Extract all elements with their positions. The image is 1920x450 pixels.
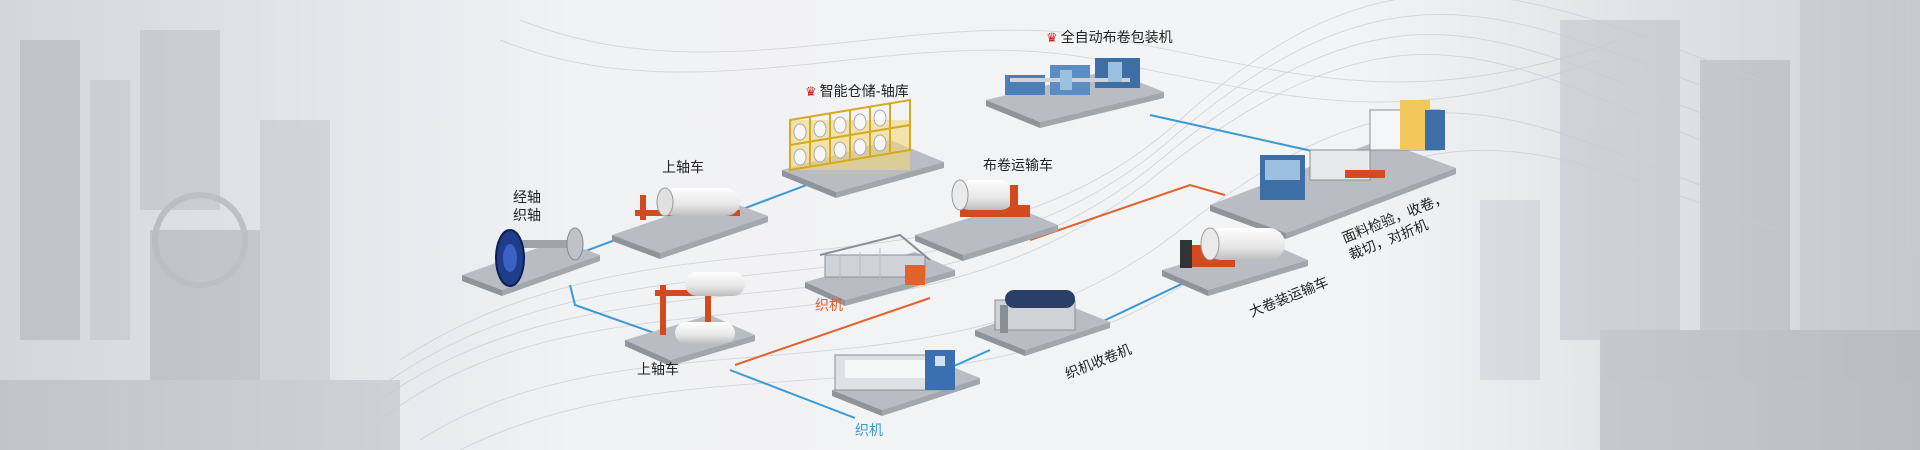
label-smart-storage-text: 智能仓储-轴库 bbox=[819, 84, 909, 100]
machine-inspection bbox=[1260, 100, 1445, 200]
machine-storage-rack bbox=[789, 98, 911, 172]
conn-loader-bottom-to-loom-bottom bbox=[729, 369, 856, 419]
label-smart-storage: ♛智能仓储-轴库 bbox=[805, 84, 909, 102]
label-auto-packing-text: 全自动布卷包装机 bbox=[1060, 30, 1173, 46]
machine-beam-spool bbox=[495, 227, 584, 287]
machine-big-roll-transport bbox=[1180, 227, 1285, 268]
crown-icon: ♛ bbox=[1046, 31, 1058, 46]
machine-loader-top bbox=[635, 187, 740, 220]
background-factory-left bbox=[0, 30, 400, 450]
conn-packing-to-inspection bbox=[1149, 114, 1331, 156]
label-beam-warp: 经轴 织轴 bbox=[513, 190, 541, 225]
machine-loader-bottom bbox=[655, 272, 745, 344]
label-beam-loader-top: 上轴车 bbox=[662, 160, 704, 176]
machine-roll-transport bbox=[951, 179, 1030, 217]
label-loom-bottom: 织机 bbox=[855, 423, 883, 439]
machine-winder bbox=[994, 290, 1076, 333]
crown-icon: ♛ bbox=[805, 85, 817, 100]
conn-winder-to-bigroll bbox=[1094, 279, 1191, 326]
machine-loom-bottom bbox=[834, 350, 955, 391]
conn-beam-to-loader-bottom bbox=[569, 284, 661, 336]
platform-beam bbox=[462, 240, 600, 296]
background-waves bbox=[379, 0, 1781, 450]
label-roll-transport: 布卷运输车 bbox=[983, 158, 1053, 174]
label-loom-top: 织机 bbox=[815, 298, 843, 314]
conn-loader-bottom-to-loom-top bbox=[734, 297, 931, 366]
platform-transport bbox=[915, 205, 1058, 261]
label-beam-warp-line2: 织轴 bbox=[513, 207, 541, 224]
label-auto-packing: ♛全自动布卷包装机 bbox=[1046, 30, 1173, 48]
conn-transport-to-inspection bbox=[1029, 183, 1226, 241]
machine-auto-packing bbox=[1005, 58, 1140, 95]
machine-loom-top bbox=[819, 233, 931, 285]
background-factory-right bbox=[1480, 0, 1920, 450]
label-beam-warp-line1: 经轴 bbox=[513, 190, 541, 206]
label-beam-loader-bottom: 上轴车 bbox=[637, 362, 679, 378]
